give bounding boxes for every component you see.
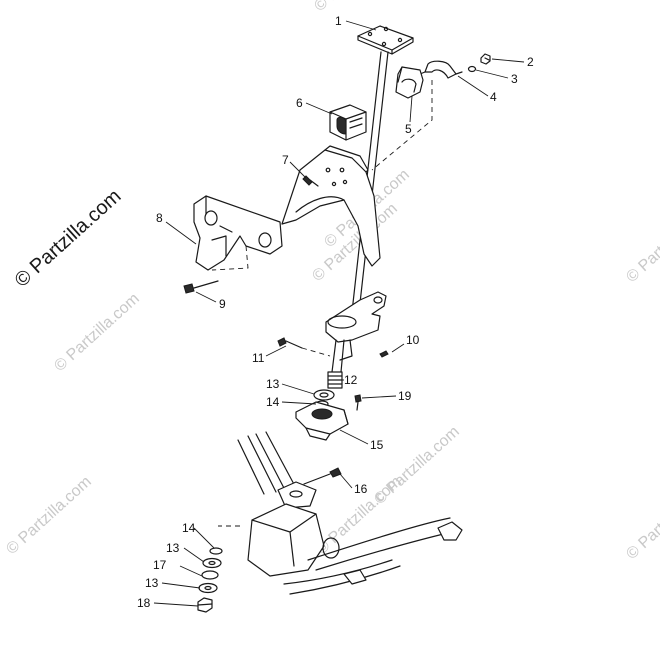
bearing-housing [295,401,349,441]
callout-17: 17 [153,558,167,572]
callout-7: 7 [282,153,289,167]
callout-9: 9 [219,297,226,311]
watermark-layer: © Partzilla.com © Partzilla.com © Partzi… [3,0,660,563]
chassis-frame [218,431,463,595]
callout-15: 15 [370,438,384,452]
callout-18: 18 [137,596,151,610]
callout-5: 5 [405,122,412,136]
bushing-block [329,104,367,141]
screw-19 [354,394,362,411]
callout-16: 16 [354,482,368,496]
callout-11: 11 [252,351,265,365]
watermark-top: © Partzilla.com [311,0,402,15]
bushing-upper [395,66,424,99]
bolt-16 [303,467,342,485]
watermark-main: © Partzilla.com [11,185,126,292]
callout-labels: 1 2 3 4 5 6 7 8 9 10 11 12 13 14 15 16 1… [137,14,534,610]
bolt-9 [183,280,219,294]
callout-8: 8 [156,211,163,225]
callout-6: 6 [296,96,303,110]
watermark-right: © Partzilla.com [371,423,462,508]
watermark-edge-right-low: © Partzilla.com [623,478,660,563]
callout-13-lower-b: 13 [145,576,159,590]
watermark-edge-right: © Partzilla.com [623,201,660,286]
callout-13-lower-a: 13 [166,541,180,555]
lower-bracket [193,195,283,271]
callout-3: 3 [511,72,518,86]
watermark-lower-left: © Partzilla.com [3,473,94,558]
callout-2: 2 [527,55,534,69]
callout-4: 4 [490,90,497,104]
watermark-middle-left: © Partzilla.com [51,290,142,375]
callout-1: 1 [335,14,342,28]
steering-arm-assembly [277,291,389,389]
callout-12: 12 [344,373,358,387]
callout-10: 10 [406,333,420,347]
callout-19: 19 [398,389,412,403]
callout-leaders [153,20,525,607]
callout-13-upper: 13 [266,377,280,391]
callout-14-lower: 14 [182,521,196,535]
callout-14-upper: 14 [266,395,280,409]
clamp-assembly [371,53,491,171]
upper-mount-bracket [281,145,381,267]
washer-stack-lower [197,547,223,613]
